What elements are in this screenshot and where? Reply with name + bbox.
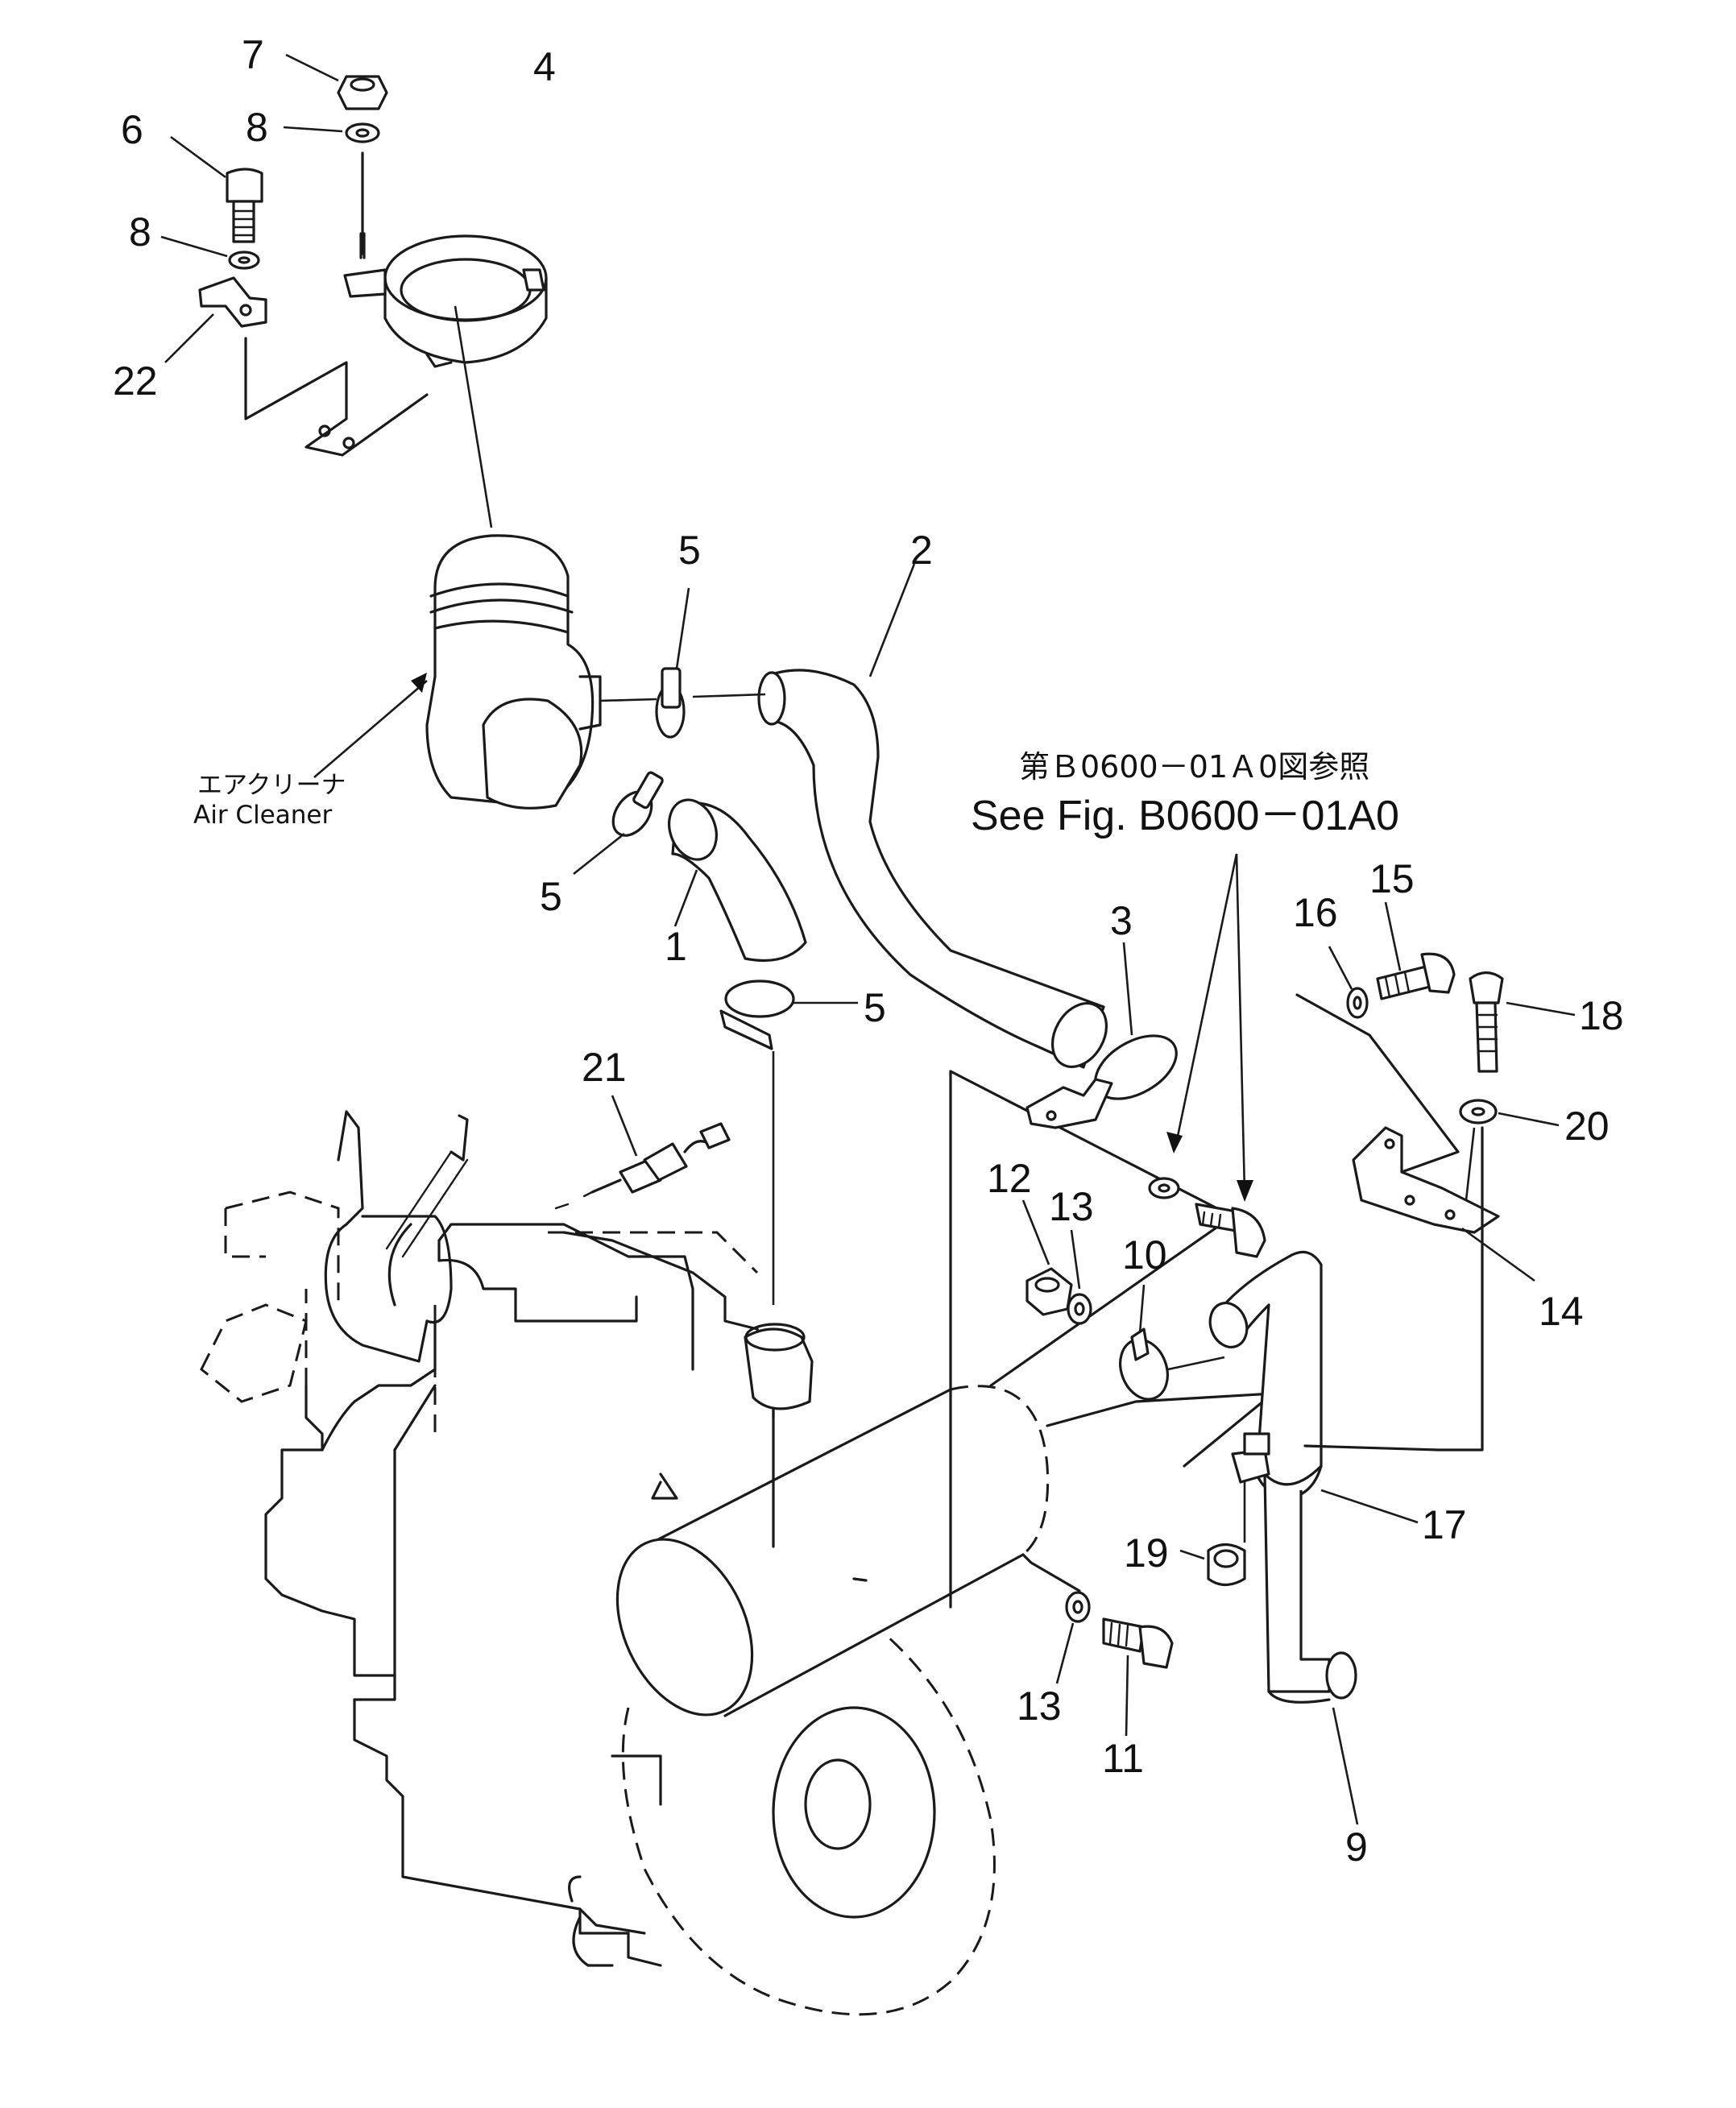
arrow-air-cleaner <box>411 673 427 693</box>
tail-pipe-9 <box>1208 1250 1359 1825</box>
callout-3: 3 <box>1110 898 1133 943</box>
callout-11: 11 <box>1102 1736 1144 1781</box>
bolt-11 <box>1102 1617 1174 1737</box>
washer-8a <box>283 122 380 143</box>
callout-5-top: 5 <box>678 528 701 573</box>
intake-hose-1 <box>668 798 807 962</box>
reference-note-en: See Fig. B0600－01A0 <box>971 793 1399 839</box>
washer-16 <box>1328 946 1369 1019</box>
intake-hose-2 <box>757 563 1108 1069</box>
bracket-14 <box>1352 1126 1535 1282</box>
callout-13-top: 13 <box>1049 1184 1094 1229</box>
callout-14: 14 <box>1539 1289 1584 1334</box>
callout-21: 21 <box>582 1045 627 1090</box>
callout-13-lower: 13 <box>1017 1684 1062 1729</box>
hose-clamp-5b <box>573 771 664 876</box>
callout-6: 6 <box>121 107 143 152</box>
reference-outline <box>949 1070 1234 1609</box>
callout-20: 20 <box>1564 1104 1610 1149</box>
clamp-10 <box>1119 1284 1225 1401</box>
bracket-22 <box>164 276 267 363</box>
callout-17: 17 <box>1422 1502 1467 1547</box>
sensor-21 <box>554 1095 731 1210</box>
callout-19: 19 <box>1124 1530 1169 1576</box>
callout-1: 1 <box>665 924 687 969</box>
washer-8b <box>160 235 260 270</box>
reference-arrows <box>1166 853 1253 1202</box>
bracket-14-outline-b <box>1303 1126 1484 1452</box>
callout-4: 4 <box>533 44 556 89</box>
callout-9: 9 <box>1345 1824 1368 1870</box>
bolt-15 <box>1376 901 1456 1000</box>
washer-13a <box>1067 1229 1092 1325</box>
nut-7 <box>285 53 388 110</box>
leader-air-cleaner <box>313 680 428 778</box>
callout-12: 12 <box>987 1156 1032 1201</box>
bolt-6 <box>170 135 263 243</box>
callout-8-top: 8 <box>246 105 268 150</box>
reference-note-jp: 第Ｂ0600－01Ａ0図参照 <box>1019 749 1369 785</box>
callout-16: 16 <box>1293 890 1338 935</box>
exhaust-outline <box>1021 1392 1274 1592</box>
washer-ref <box>1148 1177 1180 1199</box>
pipe-clamp-17 <box>1231 1432 1419 1543</box>
callout-15: 15 <box>1369 856 1415 901</box>
callout-2: 2 <box>910 528 933 573</box>
hose-clamp-5c <box>719 979 858 1305</box>
air-cleaner <box>425 534 602 810</box>
hose-clamp-5a <box>599 587 766 739</box>
band-bracket-outline <box>244 337 429 457</box>
callout-5-left: 5 <box>540 874 562 919</box>
callout-18: 18 <box>1579 993 1624 1038</box>
bolt-18 <box>1469 971 1576 1073</box>
clamp-band <box>343 232 548 368</box>
callout-5-mid: 5 <box>864 985 886 1030</box>
washer-13b <box>1055 1591 1091 1684</box>
callout-22: 22 <box>113 358 158 404</box>
leader-4-air-cleaner <box>454 305 493 528</box>
callout-8-lower: 8 <box>129 209 151 255</box>
muffler <box>615 1385 1050 1717</box>
flywheel-housing <box>621 1634 996 2016</box>
bracket-hole <box>342 437 355 449</box>
nut-19 <box>1179 1543 1246 1587</box>
callout-10: 10 <box>1122 1232 1167 1278</box>
engine-inlet-stub <box>744 1323 814 1410</box>
bolt-ref <box>1195 1203 1266 1258</box>
clamp-3 <box>1025 942 1178 1129</box>
bracket-hole <box>318 424 331 437</box>
callout-7: 7 <box>242 32 264 77</box>
air-cleaner-label-en: Air Cleaner <box>193 801 332 830</box>
bracket-14-outline <box>1295 993 1460 1174</box>
cooling-fan <box>200 1110 469 1403</box>
air-cleaner-label-jp: エアクリーナ <box>197 771 346 800</box>
washer-20 <box>1459 1099 1560 1201</box>
